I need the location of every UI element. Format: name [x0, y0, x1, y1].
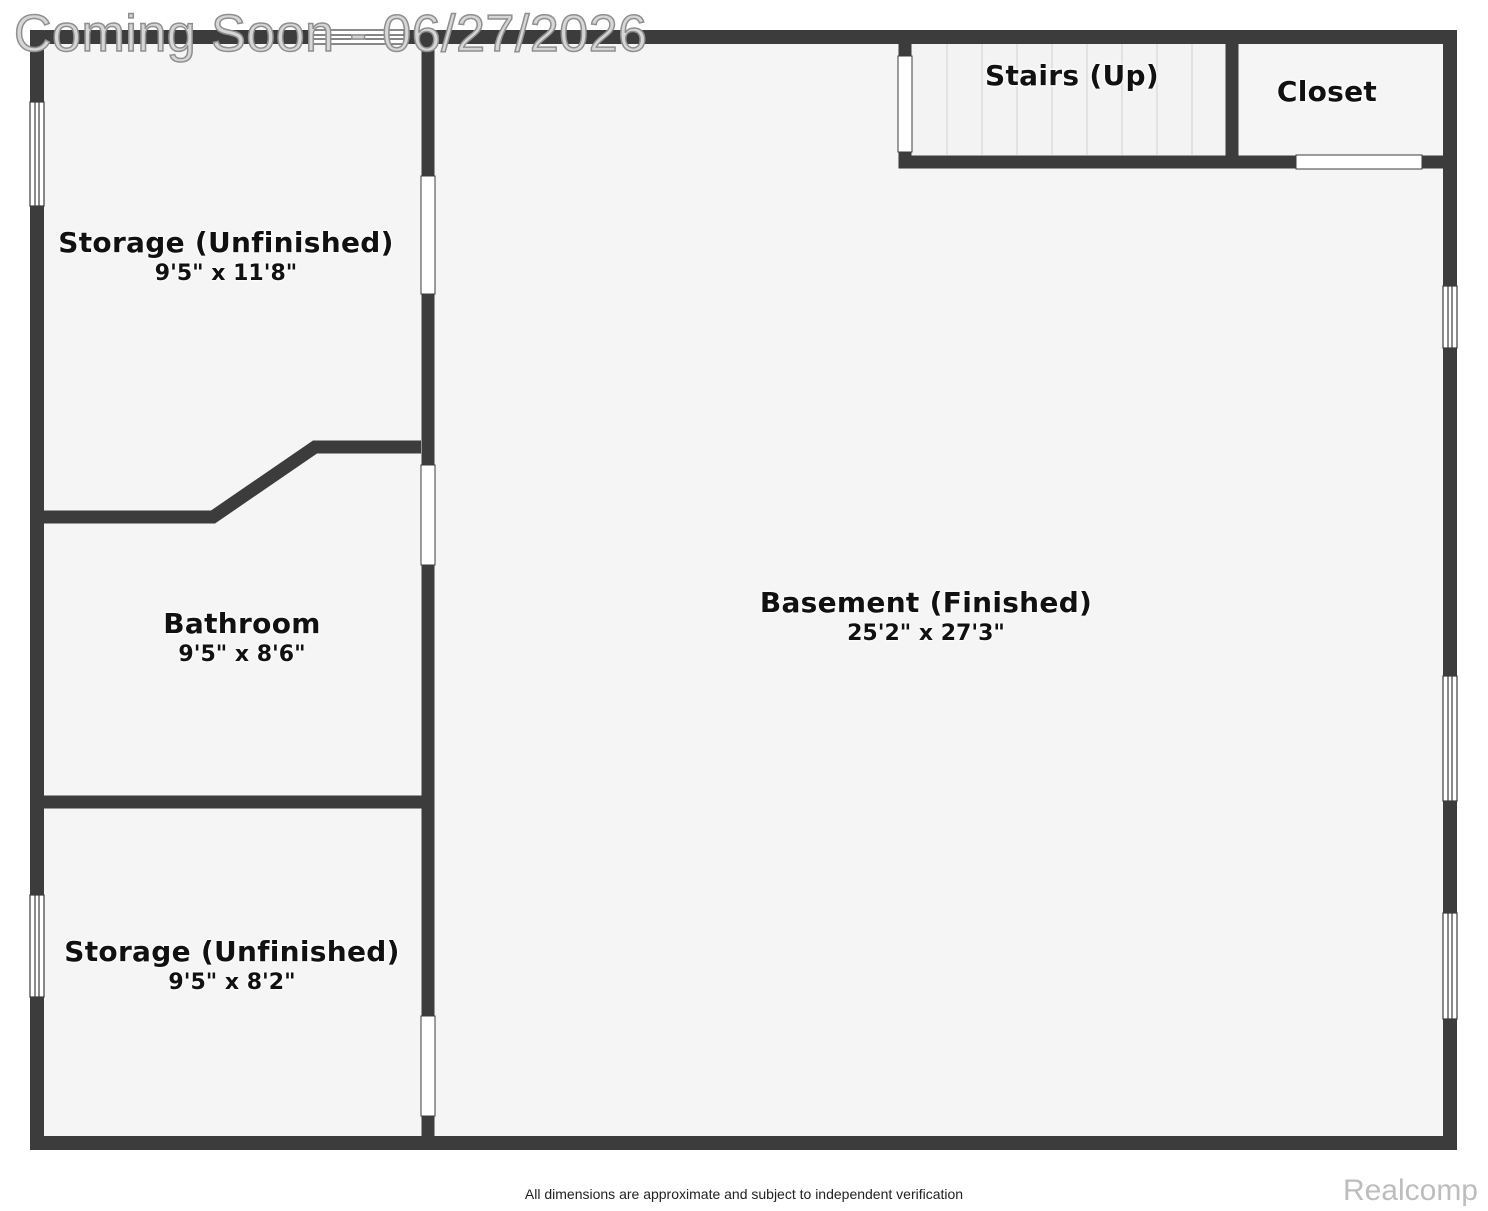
opening-storage-top — [420, 175, 436, 295]
dimensions-disclaimer: All dimensions are approximate and subje… — [524, 1186, 964, 1202]
room-name: Storage (Unfinished) — [58, 226, 394, 259]
room-label-bathroom: Bathroom 9'5" x 8'6" — [163, 607, 320, 669]
window-right-1 — [1442, 285, 1458, 349]
room-dimensions: 9'5" x 8'2" — [168, 970, 296, 995]
floor-bathroom — [38, 518, 428, 802]
room-label-stairs: Stairs (Up) — [985, 59, 1159, 93]
opening-closet — [1295, 154, 1423, 170]
windows — [29, 29, 1458, 1020]
opening-storage-bottom — [420, 1015, 436, 1117]
window-top-left — [311, 29, 405, 45]
room-label-storage-top: Storage (Unfinished) 9'5" x 11'8" — [58, 226, 393, 288]
coming-soon-watermark: Coming Soon - 06/27/2026 — [13, 4, 648, 64]
room-name: Closet — [1276, 75, 1378, 108]
room-name: Stairs (Up) — [985, 59, 1159, 92]
room-label-storage-bottom: Storage (Unfinished) 9'5" x 8'2" — [64, 935, 399, 997]
realcomp-logo: Realcomp — [1342, 1174, 1478, 1207]
room-label-closet: Closet — [1277, 75, 1377, 109]
window-left-upper — [29, 101, 45, 207]
stair-treads — [946, 44, 1193, 155]
opening-bathroom — [420, 464, 436, 566]
room-name: Basement (Finished) — [759, 586, 1093, 619]
room-name: Storage (Unfinished) — [64, 935, 400, 968]
floor-basement — [428, 38, 1450, 1142]
opening-stairs — [897, 55, 913, 153]
exterior-wall — [30, 30, 1457, 1150]
room-label-basement: Basement (Finished) 25'2" x 27'3" — [760, 586, 1092, 648]
interior-wall-angled — [44, 440, 421, 524]
floor-stairs — [905, 38, 1231, 162]
room-dimensions: 9'5" x 8'6" — [178, 642, 306, 667]
window-right-3 — [1442, 912, 1458, 1020]
floor-storage-top — [38, 38, 428, 518]
window-right-2 — [1442, 675, 1458, 802]
window-left-lower — [29, 894, 45, 998]
room-dimensions: 25'2" x 27'3" — [847, 621, 1005, 646]
floor-closet — [1231, 38, 1450, 162]
openings — [420, 55, 1423, 1117]
floor-storage-bottom — [38, 802, 428, 1142]
room-dimensions: 9'5" x 11'8" — [154, 261, 298, 286]
room-name: Bathroom — [163, 607, 321, 640]
